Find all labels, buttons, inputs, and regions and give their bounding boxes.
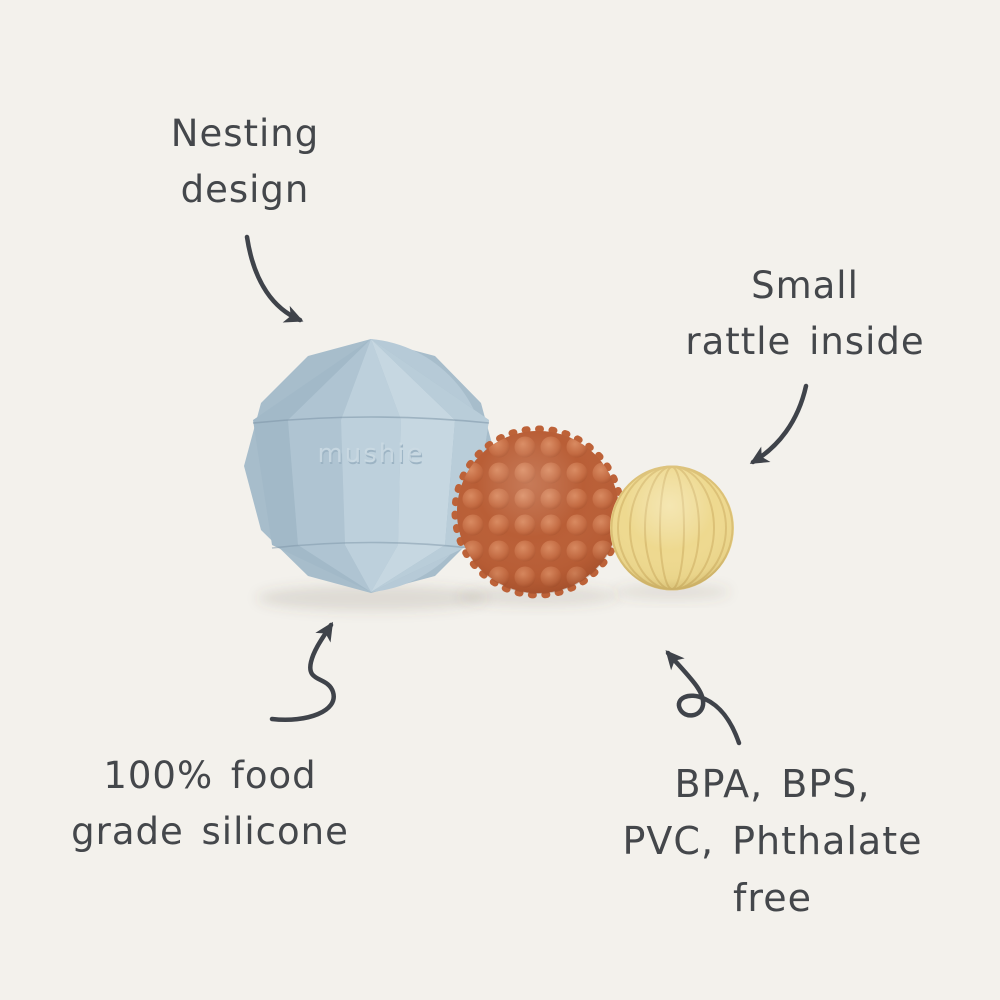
arrow-small-rattle bbox=[749, 383, 809, 465]
ridged-ball bbox=[610, 465, 734, 591]
annotation-arrows bbox=[244, 234, 809, 746]
label-line: design bbox=[180, 167, 310, 211]
faceted-ball: mushie mushie bbox=[244, 339, 498, 593]
brand-embossed-shadow: mushie bbox=[318, 441, 425, 471]
label-nesting-design: Nesting design bbox=[95, 106, 395, 217]
brand-embossed-text: mushie bbox=[317, 439, 424, 469]
label-line: Nesting bbox=[170, 112, 320, 155]
facet-wedge bbox=[341, 339, 401, 592]
facet-wedge bbox=[253, 339, 371, 592]
label-bpa-free: BPA, BPS, PVC, Phthalate free bbox=[600, 756, 945, 927]
bumpy-ball bbox=[451, 425, 625, 599]
bumpy-ball-shading bbox=[456, 430, 620, 594]
facet-wedge bbox=[371, 339, 455, 592]
label-line: PVC, Phthalate bbox=[622, 819, 923, 863]
arrow-nesting-design bbox=[244, 234, 304, 323]
label-line: free bbox=[733, 876, 812, 920]
arrow-food-grade bbox=[269, 621, 336, 722]
ridged-ball-shading bbox=[610, 466, 734, 590]
facet-crease bbox=[271, 541, 471, 549]
label-small-rattle: Small rattle inside bbox=[640, 258, 970, 369]
facet-wedge bbox=[288, 339, 371, 592]
arrow-bpa-free bbox=[665, 650, 742, 746]
ball-shadows bbox=[257, 584, 730, 611]
label-line: 100% food bbox=[103, 754, 317, 797]
label-line: BPA, BPS, bbox=[674, 762, 871, 806]
label-line: grade silicone bbox=[71, 809, 349, 853]
facet-crease bbox=[252, 416, 490, 424]
label-line: Small bbox=[751, 264, 859, 307]
label-food-grade-silicone: 100% food grade silicone bbox=[40, 748, 380, 859]
label-line: rattle inside bbox=[685, 319, 925, 363]
